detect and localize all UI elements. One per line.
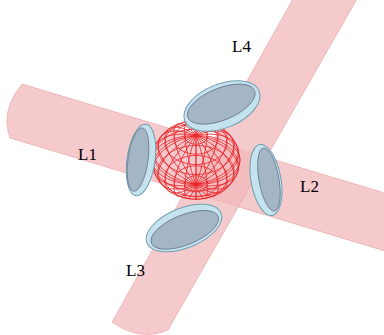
lens — [122, 122, 160, 197]
lens — [177, 71, 268, 142]
atom-cloud — [152, 120, 240, 199]
wire-line — [153, 134, 238, 186]
laser-beam — [112, 0, 362, 335]
lens — [139, 194, 228, 261]
lens-label: L4 — [232, 38, 251, 55]
wire-line — [196, 120, 197, 199]
wire-line — [165, 127, 227, 193]
lens — [245, 142, 287, 218]
lens-label: L2 — [300, 178, 319, 195]
lenses — [122, 71, 287, 262]
laser-beams — [7, 0, 384, 335]
lens-label: L1 — [78, 146, 97, 163]
wire-line — [158, 131, 234, 189]
lens-label: L3 — [126, 262, 145, 279]
